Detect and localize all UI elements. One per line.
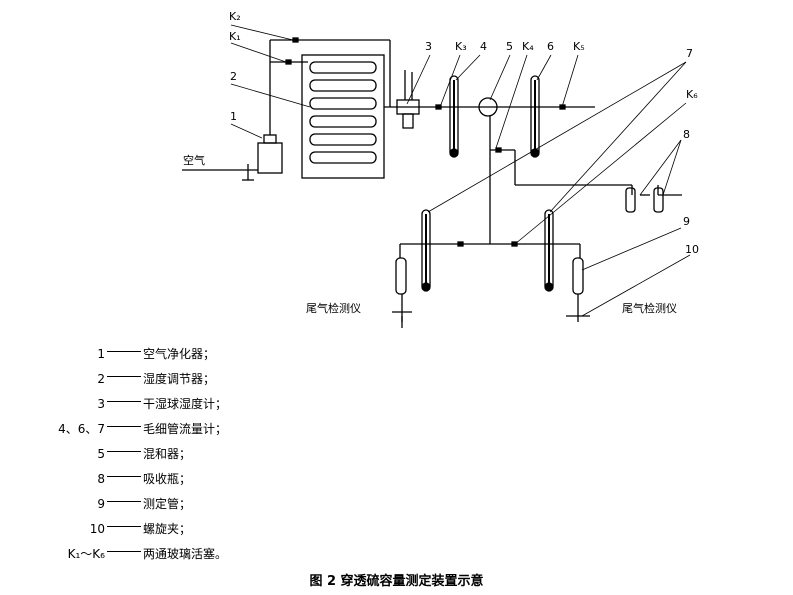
label-tail-left: 尾气检测仪 — [306, 301, 361, 315]
test-tube-left — [395, 257, 407, 295]
label-5: 5 — [506, 40, 513, 53]
legend-text: 毛细管流量计； — [143, 422, 228, 436]
label-k2: K₂ — [229, 10, 241, 23]
label-8: 8 — [683, 128, 690, 141]
legend-num: 2 — [97, 372, 105, 386]
label-k6: K₆ — [686, 88, 698, 101]
legend-text: 干湿球湿度计； — [143, 397, 228, 411]
legend-row: 4、6、7 毛细管流量计； — [10, 420, 227, 437]
legend-row: 1 空气净化器； — [10, 345, 215, 362]
diagram-labels: K₂ K₁ 2 1 空气 3 K₃ 4 5 K₄ 6 K₅ 7 K₆ 8 9 1… — [183, 10, 699, 315]
label-3: 3 — [425, 40, 432, 53]
legend-text: 湿度调节器； — [143, 372, 216, 386]
legend-row: 8 吸收瓶； — [10, 470, 191, 487]
valve-k1 — [285, 59, 292, 65]
label-k5: K₅ — [573, 40, 585, 53]
legend-row: 9 测定管； — [10, 495, 191, 512]
legend-num: 5 — [97, 447, 105, 461]
legend-row: K₁～K₆ 两通玻璃活塞。 — [10, 545, 227, 562]
legend-text: 吸收瓶； — [143, 472, 192, 486]
air-purifier-cap — [263, 134, 277, 144]
legend-num: 4、6、7 — [58, 422, 105, 436]
legend-row: 3 干湿球湿度计； — [10, 395, 227, 412]
legend-num: K₁～K₆ — [67, 547, 105, 561]
label-7: 7 — [686, 47, 693, 60]
leader-lines — [230, 24, 691, 317]
label-4: 4 — [480, 40, 487, 53]
mixer — [478, 97, 498, 117]
label-2: 2 — [230, 70, 237, 83]
legend-text: 两通玻璃活塞。 — [143, 547, 228, 561]
legend-num: 8 — [97, 472, 105, 486]
legend-num: 9 — [97, 497, 105, 511]
legend-row: 2 湿度调节器； — [10, 370, 215, 387]
label-10: 10 — [685, 243, 699, 256]
air-purifier — [257, 142, 283, 174]
label-air: 空气 — [183, 153, 205, 167]
valve-k6 — [511, 241, 518, 247]
legend-text: 混和器； — [143, 447, 192, 461]
legend-text: 测定管； — [143, 497, 192, 511]
valve-k4 — [495, 147, 502, 153]
label-k4: K₄ — [522, 40, 534, 53]
humidity-regulator — [301, 54, 385, 179]
test-tube-right — [572, 257, 584, 295]
legend-text: 螺旋夹； — [143, 522, 192, 536]
label-9: 9 — [683, 215, 690, 228]
legend-row: 10 螺旋夹； — [10, 520, 191, 537]
legend-num: 10 — [89, 522, 105, 536]
legend-num: 1 — [97, 347, 105, 361]
valve-k3 — [435, 104, 442, 110]
label-1: 1 — [230, 110, 237, 123]
label-k1: K₁ — [229, 30, 241, 43]
label-tail-right: 尾气检测仪 — [622, 301, 677, 315]
absorption-bottle-a — [625, 187, 636, 213]
legend-text: 空气净化器； — [143, 347, 216, 361]
figure-caption: 图 2 穿透硫容量测定装置示意 — [309, 574, 484, 589]
label-6: 6 — [547, 40, 554, 53]
valve-k2 — [292, 37, 299, 43]
label-k3: K₃ — [455, 40, 467, 53]
legend-num: 3 — [97, 397, 105, 411]
humidity-coils — [309, 61, 377, 164]
legend-row: 5 混和器； — [10, 445, 191, 462]
